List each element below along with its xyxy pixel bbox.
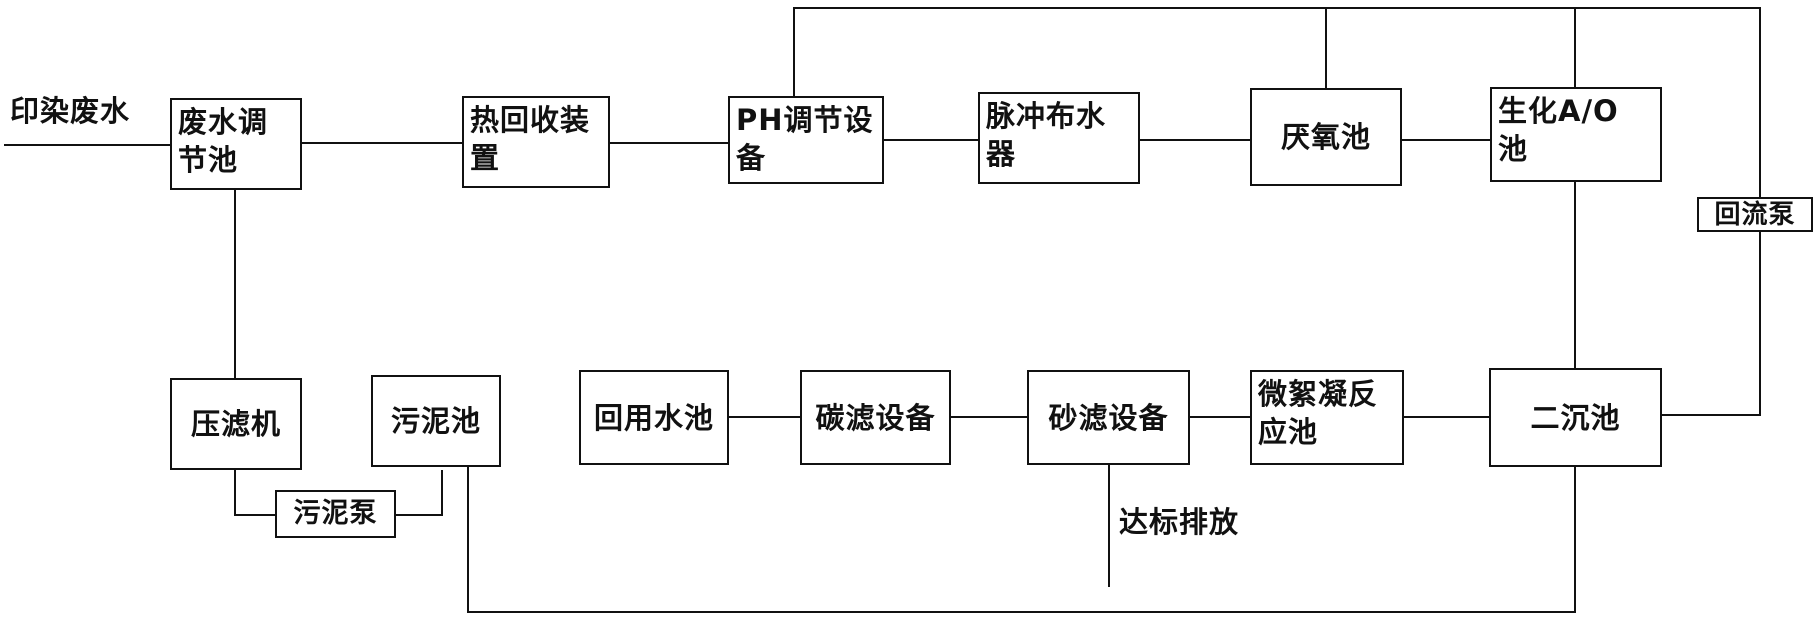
heat-recovery-box: 热回收装 置 (462, 96, 610, 188)
heat-recovery-label: 热回收装 置 (470, 103, 591, 175)
reuse-tank-box: 回用水池 (579, 370, 729, 465)
return-loop-top (793, 7, 1761, 197)
bio-ao-tank-label: 生化A/O 池 (1498, 94, 1619, 166)
regulating-tank-label: 废水调 节池 (178, 105, 269, 177)
secondary-clarifier-label: 二沉池 (1530, 400, 1621, 435)
return-pump-box: 回流泵 (1697, 197, 1813, 232)
filter-press-label: 压滤机 (190, 407, 281, 441)
sludge-tank-box: 污泥池 (371, 375, 501, 467)
pulse-distributor-label: 脉冲布水 器 (986, 99, 1107, 171)
ph-adjust-box: PH调节设 备 (728, 96, 884, 184)
micro-floc-tank-label: 微絮凝反 应池 (1258, 377, 1379, 449)
anaerobic-tank-label: 厌氧池 (1280, 120, 1371, 154)
sludge-tank-label: 污泥池 (390, 404, 481, 438)
ph-adjust-label: PH调节设 备 (736, 103, 874, 175)
line-press-to-pump (234, 470, 275, 516)
reuse-tank-label: 回用水池 (593, 400, 714, 435)
carbon-filter-label: 碳滤设备 (815, 400, 936, 435)
input-label: 印染废水 (10, 94, 131, 128)
sludge-pump-label: 污泥泵 (293, 498, 378, 529)
line-pump-to-sludge (396, 470, 443, 516)
line-clarifier-to-sludge-tank (467, 467, 1576, 613)
line-return-pump-to-clarifier (1662, 232, 1761, 416)
micro-floc-tank-box: 微絮凝反 应池 (1250, 370, 1404, 465)
sand-filter-box: 砂滤设备 (1027, 370, 1190, 465)
sand-filter-label: 砂滤设备 (1048, 400, 1169, 435)
sludge-pump-box: 污泥泵 (275, 490, 396, 538)
secondary-clarifier-box: 二沉池 (1489, 368, 1662, 467)
bio-ao-tank-box: 生化A/O 池 (1490, 87, 1662, 182)
return-pump-label: 回流泵 (1714, 199, 1796, 230)
filter-press-box: 压滤机 (170, 378, 302, 470)
discharge-label: 达标排放 (1119, 505, 1240, 539)
pulse-distributor-box: 脉冲布水 器 (978, 92, 1140, 184)
anaerobic-tank-box: 厌氧池 (1250, 88, 1402, 186)
regulating-tank-box: 废水调 节池 (170, 98, 302, 190)
carbon-filter-box: 碳滤设备 (800, 370, 951, 465)
